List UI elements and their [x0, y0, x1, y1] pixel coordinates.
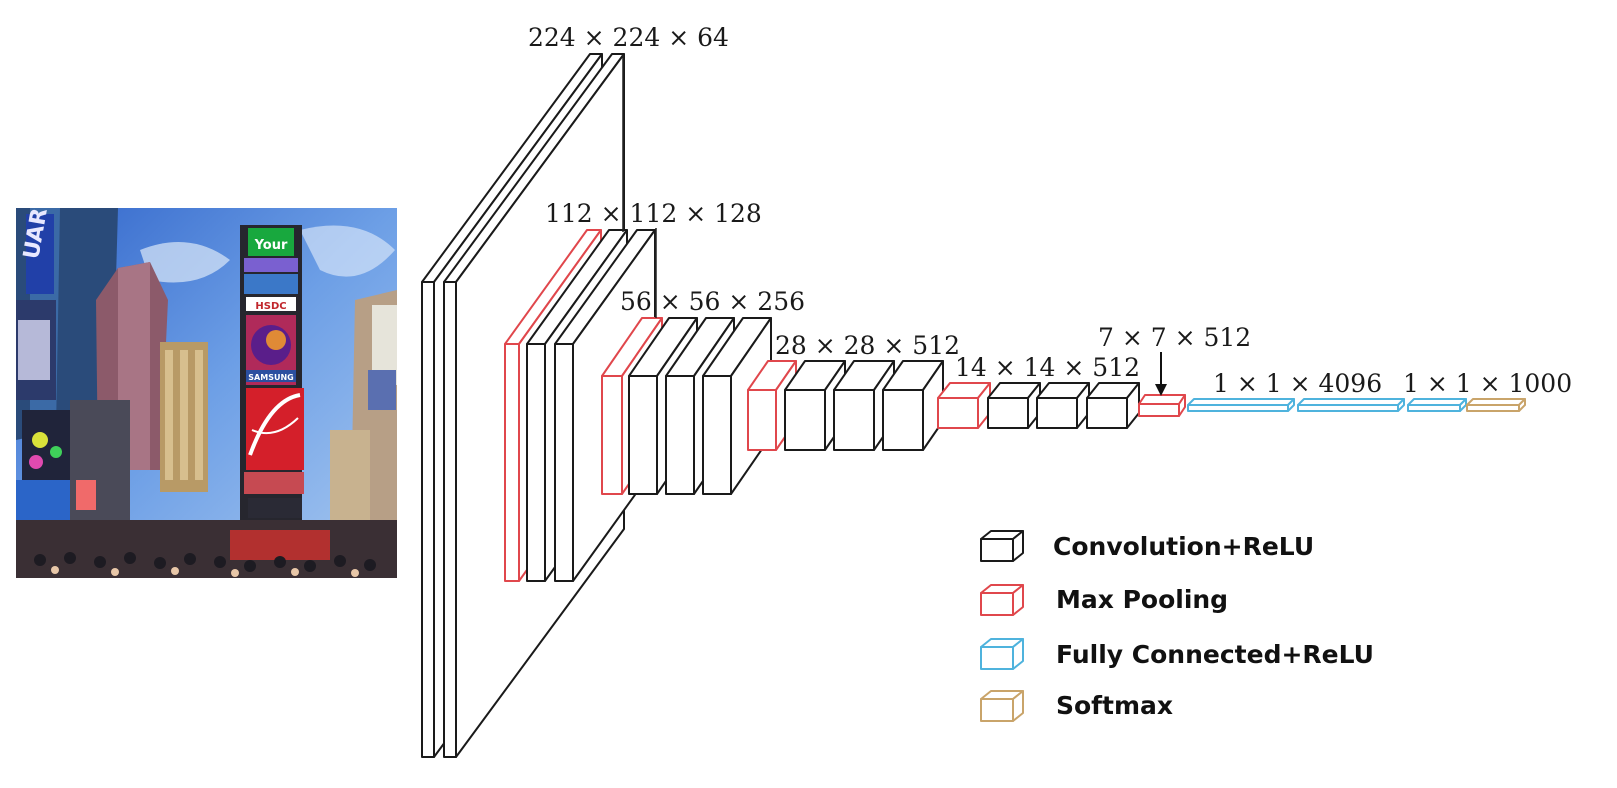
legend-item-softmax: Softmax — [980, 690, 1173, 722]
legend-label: Softmax — [1056, 691, 1173, 720]
billboard-text: SAMSUNG — [248, 373, 293, 382]
dim-label-1x1x4096: 1 × 1 × 4096 — [1213, 369, 1382, 398]
input-photo: Your HSDC SAMSUNG — [16, 208, 397, 578]
pool4-block — [937, 382, 991, 429]
conv-block-icon — [980, 530, 1024, 562]
conv4-3-block — [882, 360, 944, 451]
legend-label: Fully Connected+ReLU — [1056, 640, 1374, 669]
dim-label-1x1x1000: 1 × 1 × 1000 — [1403, 369, 1572, 398]
arrow-head-icon — [1155, 384, 1167, 396]
legend-item-convolution: Convolution+ReLU — [980, 530, 1314, 562]
network-layers — [421, 53, 1526, 758]
legend-cube-shape — [980, 530, 1024, 562]
pool5-block — [1138, 394, 1186, 417]
fc-block-icon — [980, 638, 1024, 670]
legend-label: Convolution+ReLU — [1053, 532, 1314, 561]
legend-item-fully-connected: Fully Connected+ReLU — [980, 638, 1374, 670]
legend-cube-shape — [980, 638, 1024, 670]
conv5-1-block — [987, 382, 1041, 429]
dim-label-28x28x512: 28 × 28 × 512 — [775, 331, 960, 360]
dim-label-224x224x64: 224 × 224 × 64 — [528, 23, 729, 52]
legend-cube-shape — [980, 690, 1024, 722]
dim-label-7x7x512: 7 × 7 × 512 — [1098, 323, 1251, 352]
conv5-3-block — [1086, 382, 1140, 429]
fc7-block — [1297, 398, 1405, 412]
legend-item-max-pooling: Max Pooling — [980, 584, 1228, 616]
legend: Convolution+ReLU Max Pooling Fully Conne… — [980, 530, 1374, 722]
softmax-block — [1466, 398, 1526, 412]
legend-cube-shape — [980, 584, 1024, 616]
dimension-labels: 224 × 224 × 64 112 × 112 × 128 56 × 56 ×… — [528, 23, 1572, 398]
dim-label-14x14x512: 14 × 14 × 512 — [955, 353, 1140, 382]
softmax-block-icon — [980, 690, 1024, 722]
fc8-block — [1407, 398, 1467, 412]
conv5-2-block — [1036, 382, 1090, 429]
legend-label: Max Pooling — [1056, 585, 1228, 614]
fc6-block — [1187, 398, 1295, 412]
dim-label-112x112x128: 112 × 112 × 128 — [545, 199, 762, 228]
dim-label-56x56x256: 56 × 56 × 256 — [620, 287, 805, 316]
billboard-text: Your — [254, 238, 288, 253]
billboard-text: HSDC — [255, 301, 286, 312]
pool-block-icon — [980, 584, 1024, 616]
